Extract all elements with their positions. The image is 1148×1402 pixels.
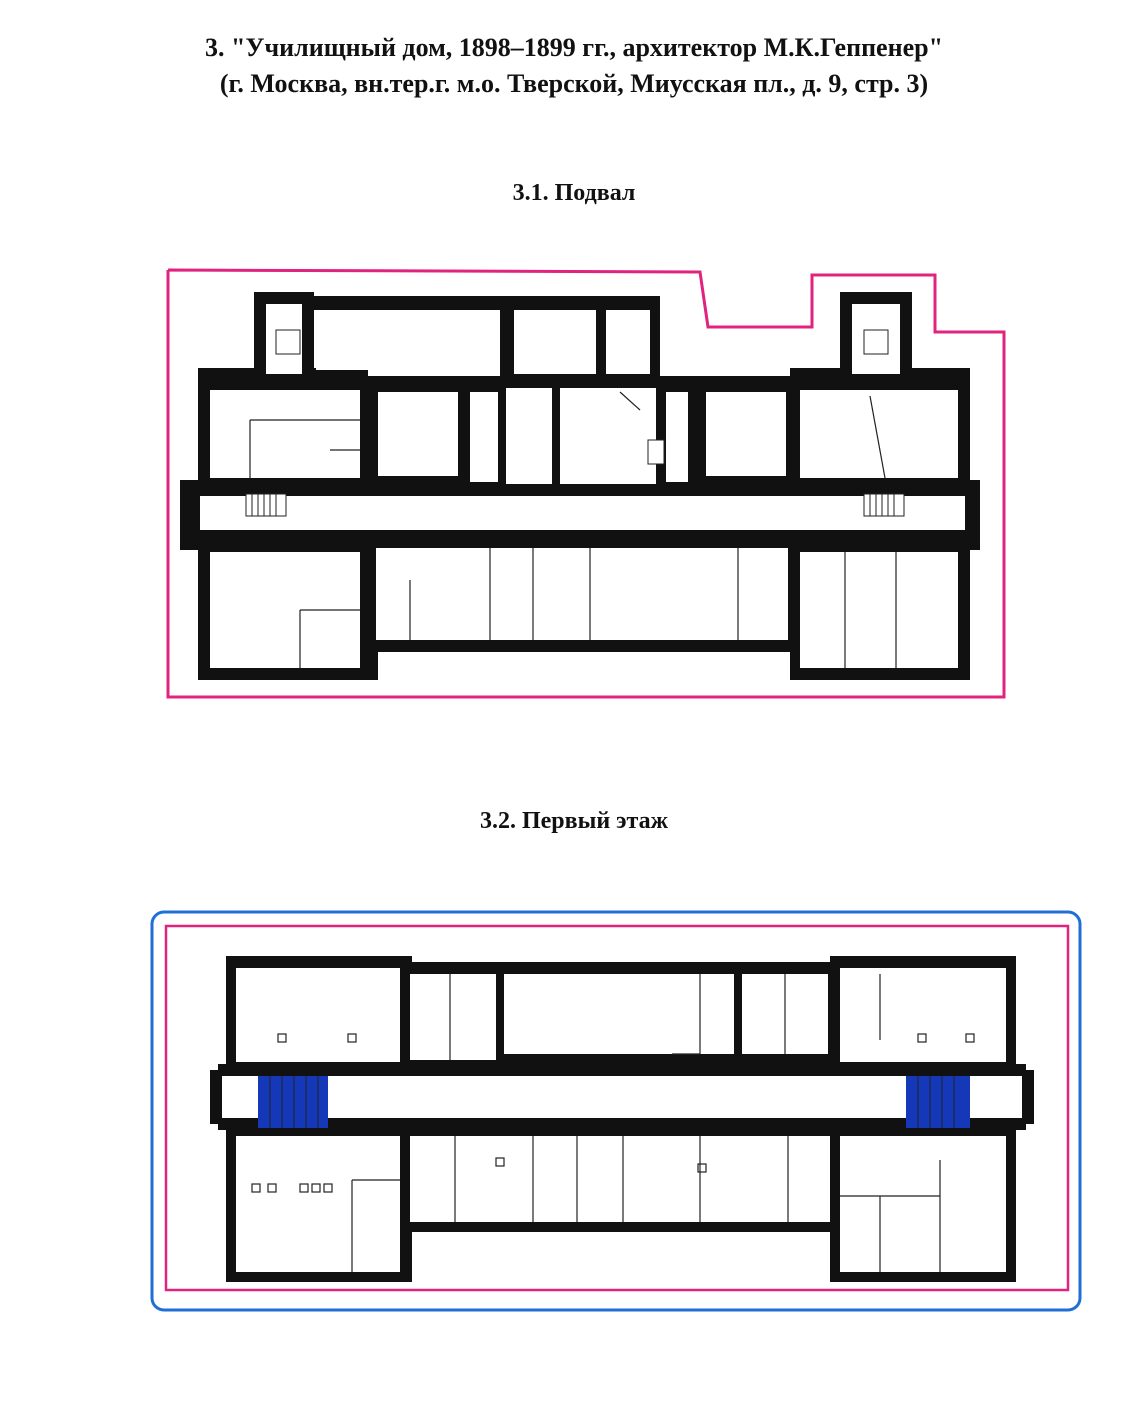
document-address: (г. Москва, вн.тер.г. м.о. Тверской, Миу… [219, 69, 929, 98]
basement-floor-plan [166, 268, 1006, 699]
basement-boundary-line [166, 268, 1006, 699]
basement-partitions [249, 391, 897, 668]
section-first-floor-title: 3.2. Первый этаж [479, 808, 669, 834]
first-floor-boundary-magenta [164, 924, 1070, 1292]
document-title: 3. "Училищный дом, 1898–1899 гг., архите… [204, 33, 944, 62]
basement-stairs [245, 329, 905, 517]
first-floor-rooms [222, 968, 1022, 1272]
first-floor-plan [150, 910, 1082, 1312]
stair-right [906, 1076, 970, 1128]
first-floor-partitions [351, 974, 941, 1272]
section-basement-title: 3.1. Подвал [512, 180, 636, 206]
first-floor-boundary-blue [150, 910, 1082, 1312]
first-floor-blue-stairs [258, 1076, 970, 1128]
first-floor-fixtures [251, 1033, 975, 1193]
